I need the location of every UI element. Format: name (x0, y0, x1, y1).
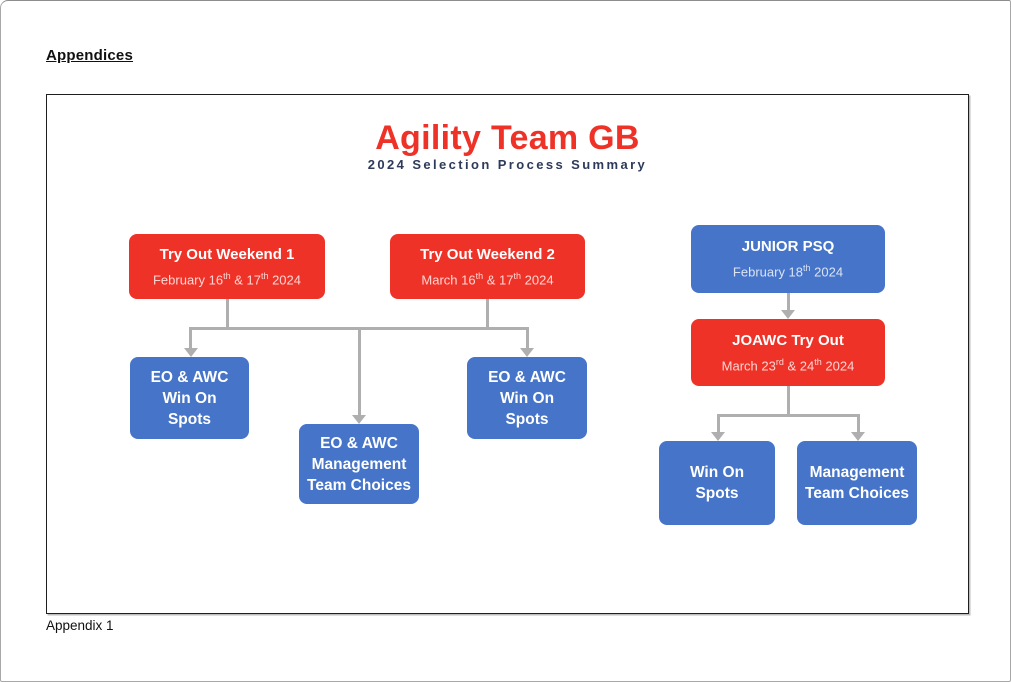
connector-line (486, 299, 489, 330)
appendices-heading: Appendices (46, 47, 134, 64)
node-title: Try Out Weekend 2 (420, 245, 555, 263)
node-joawc-tryout: JOAWC Try Out March 23rd & 24th 2024 (691, 319, 885, 386)
node-date: March 23rd & 24th 2024 (721, 356, 855, 374)
node-label: Win On Spots (689, 464, 745, 502)
node-label: EO & AWC Win On Spots (150, 368, 229, 428)
node-label: EO & AWC Win On Spots (488, 368, 566, 428)
connector-line (717, 414, 860, 417)
arrowhead-down (520, 348, 534, 357)
node-tryout-weekend-2: Try Out Weekend 2 March 16th & 17th 2024 (390, 234, 585, 299)
diagram-frame: Agility Team GB 2024 Selection Process S… (46, 94, 969, 614)
node-eo-awc-win-on-spots-1: EO & AWC Win On Spots (130, 357, 249, 439)
connector-line (189, 327, 192, 349)
node-title: JOAWC Try Out (732, 331, 844, 349)
connector-line (226, 299, 229, 330)
appendix-1-caption: Appendix 1 (46, 618, 114, 633)
node-tryout-weekend-1: Try Out Weekend 1 February 16th & 17th 2… (129, 234, 325, 299)
node-junior-psq: JUNIOR PSQ February 18th 2024 (691, 225, 885, 293)
connector-line (787, 293, 790, 310)
node-date: February 18th 2024 (732, 263, 844, 280)
connector-line (857, 414, 860, 432)
node-title: JUNIOR PSQ (741, 238, 835, 256)
connector-line (717, 414, 720, 432)
arrowhead-down (781, 310, 795, 319)
arrowhead-down (851, 432, 865, 441)
connector-line (526, 327, 529, 349)
node-eo-awc-management-team-choices: EO & AWC Management Team Choices (299, 424, 419, 504)
node-label: Management Team Choices (805, 464, 909, 502)
node-eo-awc-win-on-spots-2: EO & AWC Win On Spots (467, 357, 587, 439)
diagram-title: Agility Team GB (375, 119, 640, 157)
node-junior-management-team-choices: Management Team Choices (797, 441, 917, 525)
diagram-subtitle: 2024 Selection Process Summary (367, 157, 648, 172)
node-date: February 16th & 17th 2024 (152, 270, 302, 288)
connector-line (787, 386, 790, 417)
node-junior-win-on-spots: Win On Spots (659, 441, 775, 525)
node-label: EO & AWC Management Team Choices (307, 434, 411, 494)
arrowhead-down (711, 432, 725, 441)
arrowhead-down (352, 415, 366, 424)
arrowhead-down (184, 348, 198, 357)
node-title: Try Out Weekend 1 (159, 245, 295, 263)
node-date: March 16th & 17th 2024 (421, 270, 554, 288)
connector-line (358, 327, 361, 415)
